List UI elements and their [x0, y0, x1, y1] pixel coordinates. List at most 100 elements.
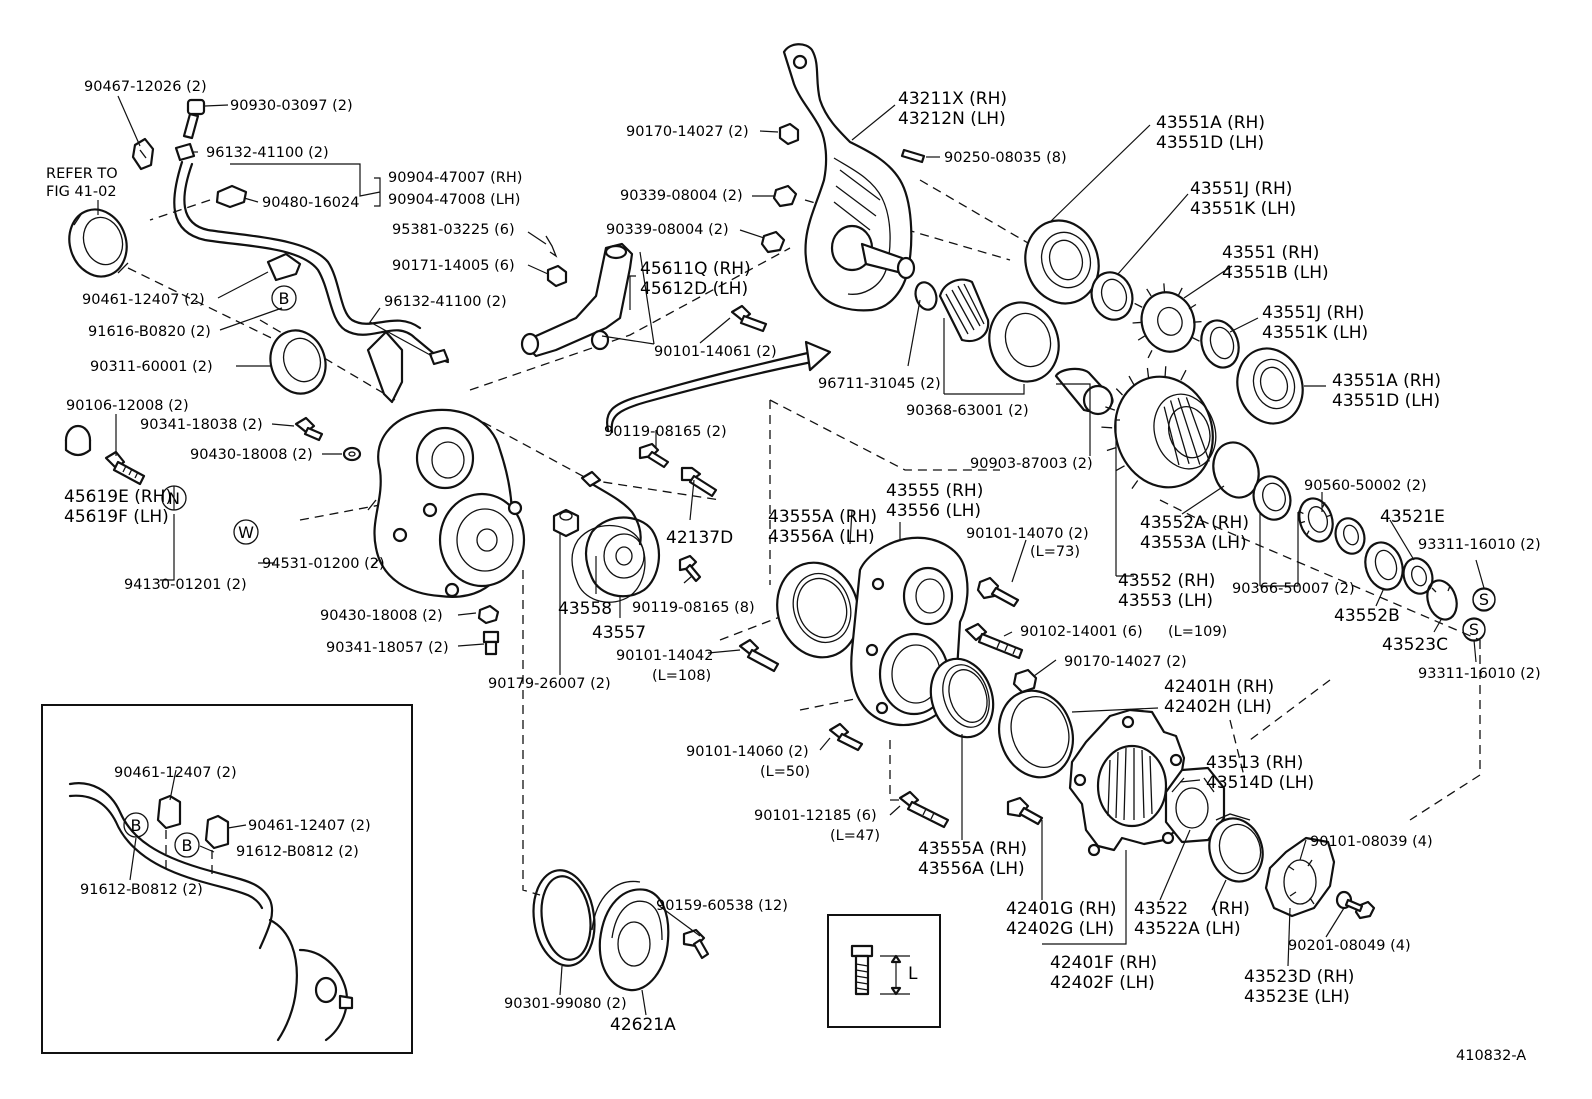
marker-b-1 — [271, 285, 297, 311]
label-42621a: 42621A — [610, 1015, 676, 1035]
label-43522a: 43522A (LH) — [1134, 919, 1241, 939]
label-43555a-bottom: 43555A (RH) — [918, 839, 1027, 859]
bolt-length-inset: L — [827, 914, 941, 1028]
bolts-center — [738, 576, 1044, 829]
knuckle-housing — [366, 330, 526, 598]
label-42401g: 42401G (RH) — [1006, 899, 1117, 919]
label-96132-41100-a: 96132-41100 (2) — [206, 145, 329, 161]
marker-w — [233, 519, 259, 545]
label-43551b: 43551B (LH) — [1222, 263, 1329, 283]
steering-arm-45611 — [520, 242, 634, 358]
label-43523c: 43523C — [1382, 635, 1448, 655]
sensor-and-hose — [131, 98, 450, 366]
label-90366-50007: 90366-50007 (2) — [1232, 581, 1355, 597]
svg-text:S: S — [1469, 620, 1479, 639]
label-90339-08004-b: 90339-08004 (2) — [606, 222, 729, 238]
label-90368-63001: 90368-63001 (2) — [906, 403, 1029, 419]
label-43552a: 43552A (RH) — [1140, 513, 1249, 533]
label-42401h: 42401H (RH) — [1164, 677, 1274, 697]
inset-detail — [41, 704, 413, 1054]
label-90341-18038: 90341-18038 (2) — [140, 417, 263, 433]
steering-knuckle — [782, 43, 916, 312]
label-43551j-top: 43551J (RH) — [1190, 179, 1292, 199]
label-43552b: 43552B — [1334, 606, 1400, 626]
hub-nut-43522 — [1164, 766, 1226, 844]
label-45611q: 45611Q (RH) — [640, 259, 751, 279]
label-90119-08165-a: 90119-08165 (2) — [604, 424, 727, 440]
label-43556a-top: 43556A (LH) — [768, 527, 875, 547]
refer-note-line-2: FIG 41-02 — [46, 184, 117, 200]
label-90201-08049: 90201-08049 (4) — [1288, 938, 1411, 954]
label-90101-12185: 90101-12185 (6) — [754, 808, 877, 824]
label-42402g: 42402G (LH) — [1006, 919, 1114, 939]
drive-gear-43552 — [1101, 366, 1458, 621]
cap-42621a — [591, 880, 670, 992]
small-fasteners-left — [64, 416, 500, 656]
label-42401f: 42401F (RH) — [1050, 953, 1157, 973]
label-90102-14001: 90102-14001 (6) — [1020, 624, 1143, 640]
label-96711-31045: 96711-31045 (2) — [818, 376, 941, 392]
label-90101-08039: 90101-08039 (4) — [1310, 834, 1433, 850]
label-43553a: 43553A (LH) — [1140, 533, 1247, 553]
label-43558: 43558 — [558, 599, 612, 619]
label-90101-14042-length: (L=108) — [652, 668, 711, 684]
bolts-right-bottom — [1335, 890, 1376, 920]
label-90101-14042: 90101-14042 — [616, 648, 714, 664]
label-90250-08035: 90250-08035 (8) — [944, 150, 1067, 166]
svg-text:S: S — [1479, 590, 1489, 609]
small-parts-center — [545, 122, 926, 333]
label-90170-14027-a: 90170-14027 (2) — [626, 124, 749, 140]
label-90102-14001-length: (L=109) — [1168, 624, 1227, 640]
label-90179-26007: 90179-26007 (2) — [488, 676, 611, 692]
marker-b-2 — [123, 812, 149, 838]
label-43211x: 43211X (RH) — [898, 89, 1007, 109]
hub-flange-42401f — [1068, 708, 1192, 857]
label-43552: 43552 (RH) — [1118, 571, 1215, 591]
label-43523d: 43523D (RH) — [1244, 967, 1354, 987]
svg-text:W: W — [238, 523, 254, 542]
label-43555: 43555 (RH) — [886, 481, 983, 501]
label-43551k-mid: 43551K (LH) — [1262, 323, 1368, 343]
inset-label-90461-a: 90461-12407 (2) — [114, 765, 237, 781]
oil-seal-43555a-top — [776, 561, 860, 659]
cover-parts — [552, 442, 718, 603]
label-90560-50002: 90560-50002 (2) — [1304, 478, 1427, 494]
label-90101-14070-length: (L=73) — [1030, 544, 1080, 560]
refer-note-line-1: REFER TO — [46, 166, 118, 182]
label-43556a-bottom: 43556A (LH) — [918, 859, 1025, 879]
label-42402h: 42402H (LH) — [1164, 697, 1272, 717]
label-43555a-top: 43555A (RH) — [768, 507, 877, 527]
label-42137d: 42137D — [666, 528, 733, 548]
label-43557: 43557 — [592, 623, 646, 643]
o-ring-90301 — [532, 869, 596, 967]
svg-text:B: B — [279, 289, 290, 308]
label-93311-16010-a: 93311-16010 (2) — [1418, 537, 1541, 553]
label-43553: 43553 (LH) — [1118, 591, 1213, 611]
label-94130-01201: 94130-01201 (2) — [124, 577, 247, 593]
label-94531-01200: 94531-01200 (2) — [262, 556, 385, 572]
oil-seal-43555a-bottom — [929, 657, 995, 739]
label-95381-03225: 95381-03225 (6) — [392, 222, 515, 238]
label-90930-03097: 90930-03097 (2) — [230, 98, 353, 114]
label-43513: 43513 (RH) — [1206, 753, 1303, 773]
label-43212n: 43212N (LH) — [898, 109, 1006, 129]
label-90159-60538: 90159-60538 (12) — [656, 898, 788, 914]
label-43521e: 43521E — [1380, 507, 1445, 527]
label-43551a-top: 43551A (RH) — [1156, 113, 1265, 133]
label-43551d-top: 43551D (LH) — [1156, 133, 1264, 153]
label-90101-14060: 90101-14060 (2) — [686, 744, 809, 760]
svg-text:B: B — [182, 836, 193, 855]
part-labels: 90467-12026 (2) 90930-03097 (2) 96132-41… — [46, 79, 1541, 1064]
label-43551: 43551 (RH) — [1222, 243, 1319, 263]
label-90101-14060-length: (L=50) — [760, 764, 810, 780]
direction-arrow — [605, 340, 832, 434]
inset-label-90461-b: 90461-12407 (2) — [248, 818, 371, 834]
label-45612d: 45612D (LH) — [640, 279, 748, 299]
label-90101-14061: 90101-14061 (2) — [654, 344, 777, 360]
label-90301-99080: 90301-99080 (2) — [504, 996, 627, 1012]
leader-lines — [97, 95, 1485, 1016]
label-45619e: 45619E (RH) — [64, 487, 172, 507]
label-90341-18057: 90341-18057 (2) — [326, 640, 449, 656]
label-43551j-mid: 43551J (RH) — [1262, 303, 1364, 323]
